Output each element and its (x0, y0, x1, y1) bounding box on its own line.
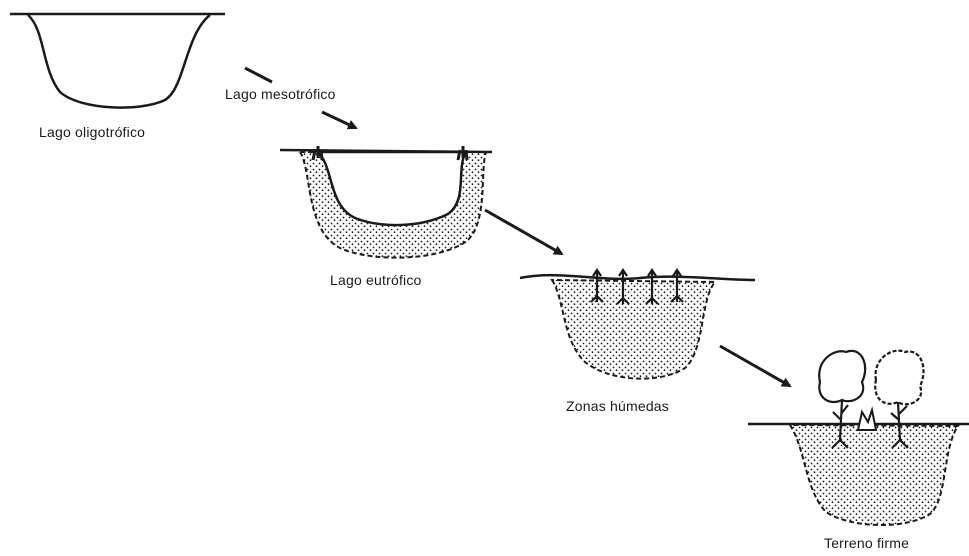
label-wetland: Zonas húmedas (566, 398, 669, 414)
shrub-icon (858, 410, 876, 430)
basin-wetland (520, 270, 755, 379)
aquatic-plant-icon (458, 146, 467, 160)
basin-mesotrophic (280, 146, 492, 258)
label-mesotrophic-lake: Lago mesotrófico (225, 86, 336, 102)
basin-firm-ground (748, 351, 969, 525)
arrow-icon (245, 68, 272, 82)
arrow-icon (485, 210, 562, 254)
tree-icon (875, 351, 923, 405)
label-eutrophic-lake: Lago eutrófico (330, 272, 422, 288)
basin-oligotrophic (10, 14, 225, 108)
aquatic-plant-icon (313, 146, 322, 160)
label-oligotrophic-lake: Lago oligotrófico (39, 124, 145, 140)
arrow-icon (322, 112, 356, 128)
label-firm-ground: Terreno firme (824, 535, 909, 551)
arrow-icon (720, 346, 790, 386)
